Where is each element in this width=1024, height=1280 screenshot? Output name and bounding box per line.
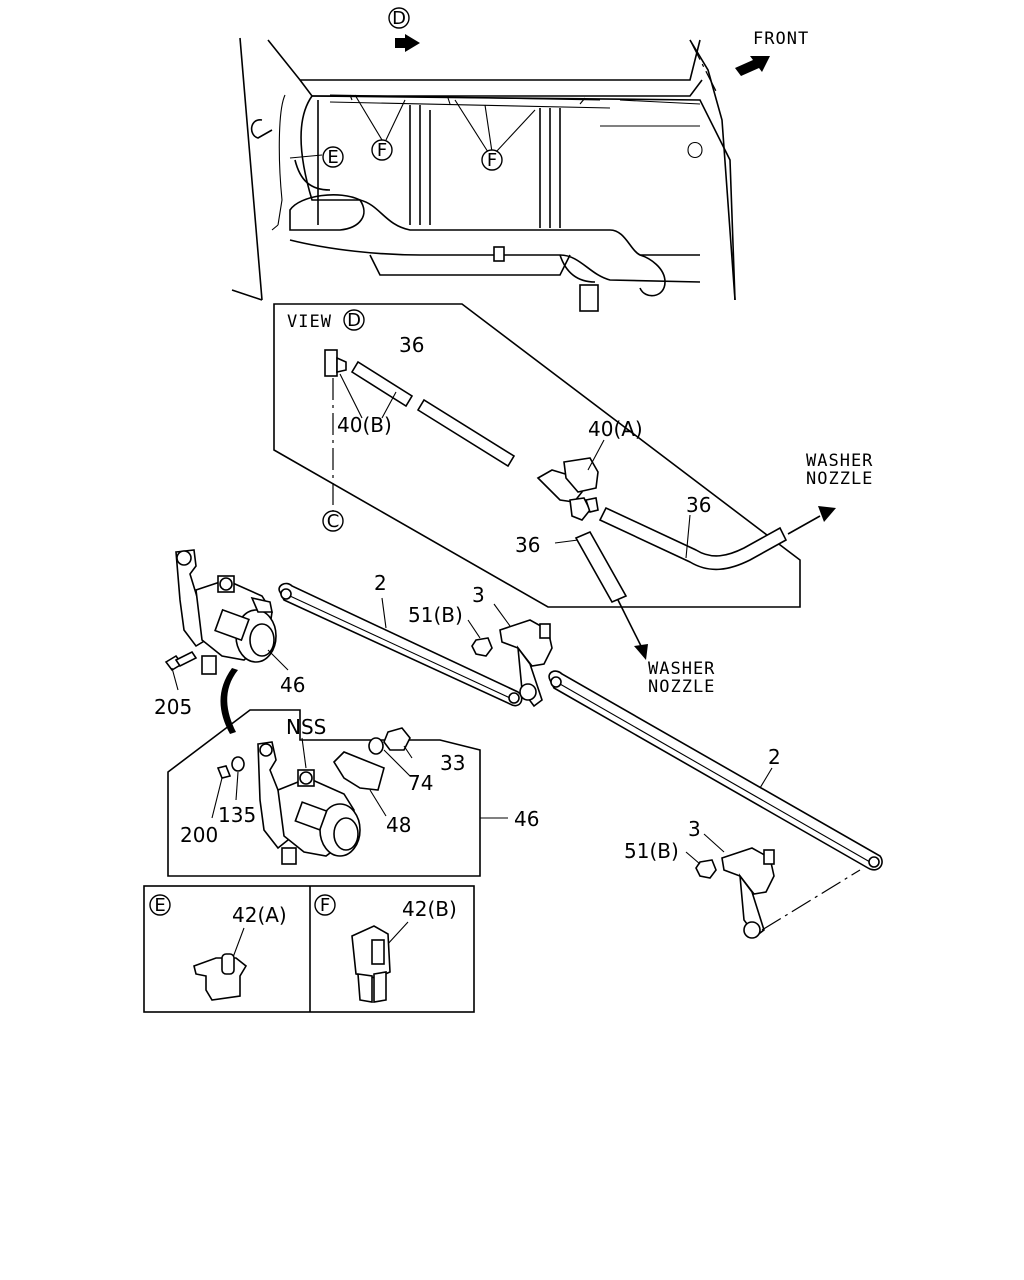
- callout-e-letter: E: [327, 147, 338, 168]
- pin-200-label: 200: [180, 823, 218, 847]
- nut-51b-label: 51(B): [624, 839, 679, 863]
- front-arrow-icon: [735, 56, 770, 76]
- nut-51b-label: 51(B): [408, 603, 463, 627]
- bolt-205-label: 205: [154, 695, 192, 719]
- view-d-callout-top: D: [388, 7, 420, 52]
- nss-label: NSS: [286, 715, 326, 739]
- clip-42a-label: 42(A): [232, 903, 287, 927]
- clip-42b-label: 42(B): [402, 897, 457, 921]
- view-d-labels: 36 40(B) 40(A) 36 36 WASHER NOZZLE WASHE…: [337, 333, 873, 697]
- hose-36-label: 36: [686, 493, 711, 517]
- front-label: FRONT: [753, 29, 809, 49]
- washer-nozzle-label-line2: NOZZLE: [806, 469, 873, 489]
- motor-detail-labels: NSS 33 74 48 135 200 46: [180, 715, 539, 847]
- bracket-48-label: 48: [386, 813, 411, 837]
- motor-46-label: 46: [514, 807, 539, 831]
- cab-body-illustration: [231, 37, 736, 312]
- washer-74-label: 74: [408, 771, 433, 795]
- nut-33-label: 33: [440, 751, 465, 775]
- pivot-3-label: 3: [688, 817, 701, 841]
- washer-nozzle-label-line2: NOZZLE: [648, 677, 715, 697]
- front-indicator: FRONT: [735, 29, 809, 76]
- hose-36-label: 36: [399, 333, 424, 357]
- cab-callouts: F F E: [322, 139, 503, 171]
- callout-f-letter: F: [377, 140, 387, 161]
- washer-nozzle-label-line1: WASHER: [806, 451, 873, 471]
- washer-nozzle-label-line1: WASHER: [648, 659, 715, 679]
- connector-40b-label: 40(B): [337, 413, 392, 437]
- motor-46-label: 46: [280, 673, 305, 697]
- washer-135-label: 135: [218, 803, 256, 827]
- hose-36-label: 36: [515, 533, 540, 557]
- callout-d-letter: D: [347, 310, 361, 331]
- connector-40a-label: 40(A): [588, 417, 643, 441]
- linkage-labels: 2 3 51(B) 46 205 2 3 51(B): [154, 571, 781, 863]
- link-2-label: 2: [374, 571, 387, 595]
- callout-f-letter: F: [320, 895, 330, 916]
- link-2-label: 2: [768, 745, 781, 769]
- wiper-linkage: [164, 549, 883, 939]
- clip-details-panel: E 42(A) F 42(B): [143, 885, 475, 1013]
- callout-c-letter: C: [327, 511, 340, 532]
- pivot-3-label: 3: [472, 583, 485, 607]
- callout-d-letter: D: [392, 8, 406, 29]
- view-d-panel: VIEW D C: [273, 303, 836, 660]
- view-d-title: VIEW: [287, 312, 332, 332]
- callout-e-letter: E: [154, 895, 165, 916]
- callout-f-letter: F: [487, 150, 497, 171]
- motor-assembly-detail: [167, 709, 508, 877]
